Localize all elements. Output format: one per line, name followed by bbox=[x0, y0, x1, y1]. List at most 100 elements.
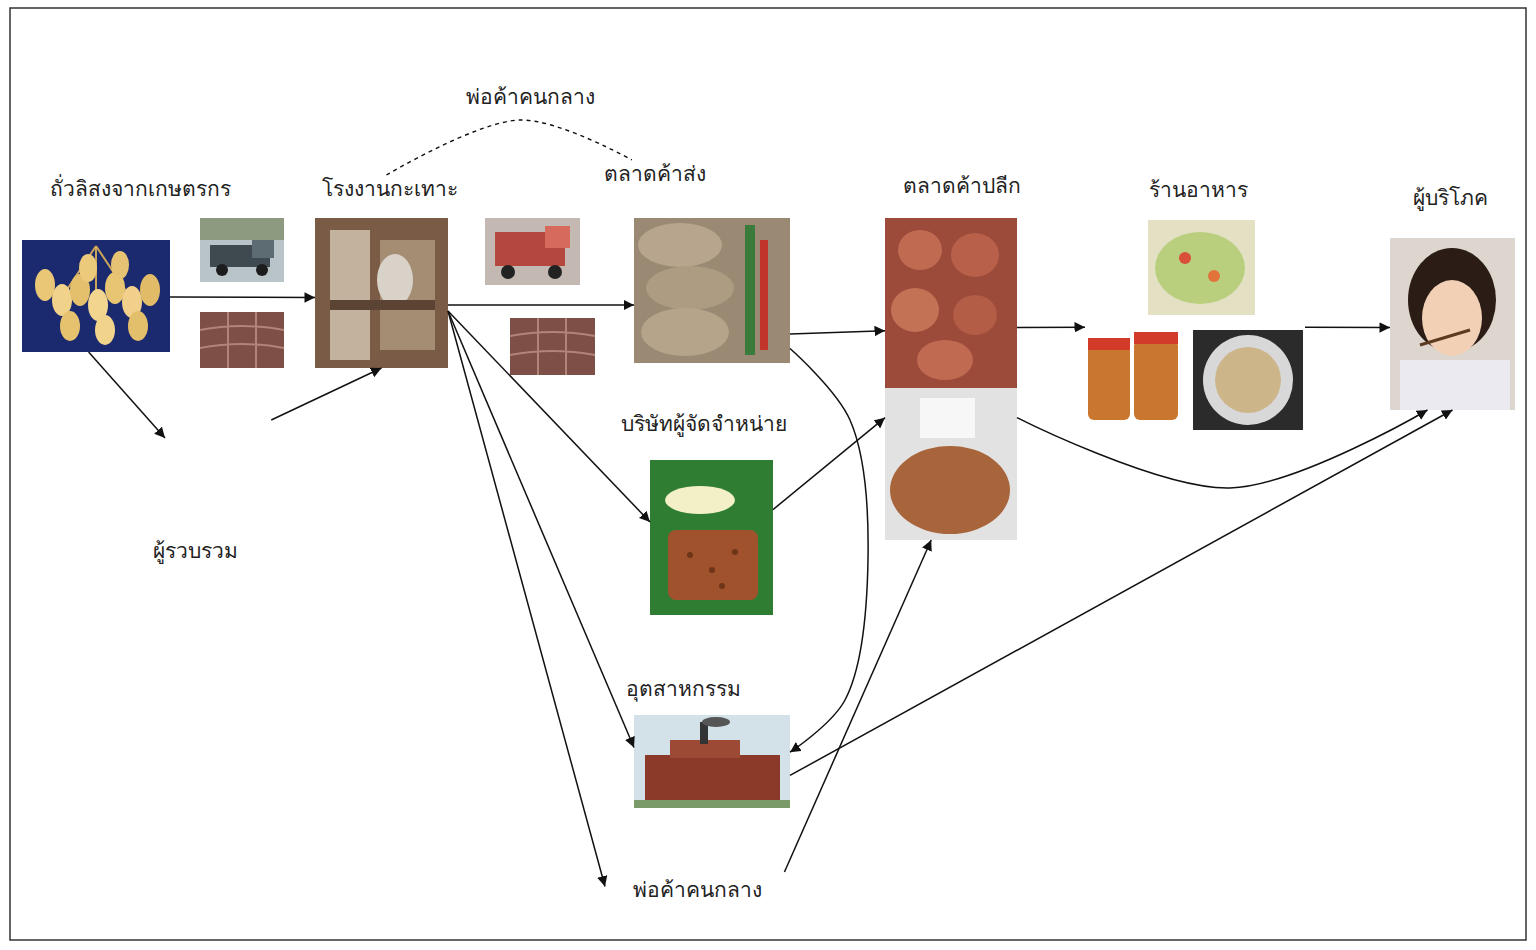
wholesale-photo bbox=[634, 218, 790, 363]
retail-photo bbox=[891, 288, 939, 332]
node-heading: ร้านอาหาร bbox=[1149, 176, 1248, 204]
peanut-butter-jars bbox=[1134, 340, 1178, 420]
truck-photo bbox=[485, 218, 580, 285]
truck-photo bbox=[256, 264, 268, 276]
sacks-photo bbox=[510, 318, 595, 375]
flow-arrow bbox=[790, 331, 885, 334]
flow-arrow bbox=[784, 540, 931, 872]
peanut-photo bbox=[111, 251, 129, 279]
flow-arrow bbox=[448, 311, 605, 887]
wholesale-node: ตลาดค้าส่ง bbox=[634, 218, 790, 363]
product-bag-photo bbox=[709, 567, 715, 573]
peanut-butter-jars bbox=[1088, 345, 1130, 420]
industry-picture bbox=[645, 755, 780, 800]
node-heading: ตลาดค้าส่ง bbox=[604, 160, 706, 188]
collector-node: ผู้รวบรวม bbox=[165, 420, 290, 515]
product-bag-photo bbox=[650, 460, 773, 615]
peanut-photo bbox=[128, 311, 148, 341]
salad-photo bbox=[1148, 220, 1255, 315]
peanut-photo bbox=[22, 240, 170, 352]
restaurant-node: ร้านอาหาร bbox=[1085, 218, 1305, 432]
salad-photo bbox=[1148, 220, 1255, 315]
node-heading: พ่อค้าคนกลาง bbox=[633, 876, 762, 904]
consumer-photo bbox=[1422, 280, 1482, 356]
flow-arrow bbox=[448, 304, 634, 306]
middleman-node: พ่อค้าคนกลาง bbox=[605, 872, 790, 908]
truck-photo bbox=[485, 218, 580, 285]
node-heading: บริษัทผู้จัดจำหน่าย bbox=[621, 410, 787, 438]
product-bag-photo bbox=[719, 583, 725, 589]
industry-node: อุตสาหกรรม bbox=[634, 715, 790, 808]
retail-photo bbox=[917, 340, 973, 380]
peanut-butter-jars bbox=[1088, 338, 1130, 350]
frame bbox=[10, 8, 1526, 940]
industry-picture bbox=[634, 715, 790, 808]
sacks-photo bbox=[510, 318, 595, 375]
salad-photo bbox=[1208, 270, 1220, 282]
flow-arrow bbox=[1305, 326, 1390, 328]
sacks-photo bbox=[200, 312, 284, 368]
node-heading: ตลาดค้าปลีก bbox=[903, 172, 1021, 200]
dashed-link bbox=[387, 120, 632, 175]
edge-label: พ่อค้าคนกลาง bbox=[463, 83, 598, 111]
retail-photo bbox=[885, 388, 1017, 540]
industry-picture bbox=[634, 800, 790, 808]
ground-peanut-bowl bbox=[1193, 330, 1303, 430]
truck-photo bbox=[200, 218, 284, 282]
truck-photo bbox=[252, 240, 274, 258]
consumer-photo bbox=[1400, 360, 1510, 410]
salad-photo bbox=[1179, 252, 1191, 264]
distributor-node: บริษัทผู้จัดจำหน่าย bbox=[650, 460, 773, 615]
product-bag-photo bbox=[650, 460, 773, 615]
retail-photo bbox=[953, 295, 997, 335]
truck-photo bbox=[200, 218, 284, 282]
truck-photo bbox=[548, 265, 562, 279]
product-bag-photo bbox=[668, 530, 758, 600]
node-heading: อุตสาหกรรม bbox=[626, 675, 741, 703]
peanut-photo bbox=[95, 315, 115, 345]
industry-picture bbox=[634, 715, 790, 808]
factory-photo bbox=[315, 218, 448, 368]
sacks-photo bbox=[200, 312, 284, 368]
node-heading: ผู้รวบรวม bbox=[153, 537, 238, 565]
truck-photo bbox=[501, 265, 515, 279]
factory-photo bbox=[315, 218, 448, 368]
consumer-photo bbox=[1390, 238, 1515, 410]
flow-arrow bbox=[170, 296, 315, 298]
consumer-node: ผู้บริโภค bbox=[1390, 238, 1515, 410]
factory-photo bbox=[330, 300, 435, 310]
wholesale-photo bbox=[745, 225, 755, 355]
node-heading: โรงงานกะเทาะ bbox=[322, 175, 458, 203]
retail-photo bbox=[885, 218, 1017, 540]
peanut-photo bbox=[60, 311, 80, 341]
flow-arrow bbox=[790, 349, 868, 753]
flow-arrow bbox=[89, 352, 165, 438]
ground-peanut-bowl bbox=[1215, 347, 1281, 413]
flow-arrow bbox=[448, 311, 634, 748]
wholesale-photo bbox=[638, 223, 722, 267]
sacks-photo bbox=[510, 318, 595, 375]
peanut-photo bbox=[35, 269, 55, 301]
wholesale-photo bbox=[646, 266, 734, 310]
flow-arrow bbox=[1017, 410, 1428, 488]
retail-photo bbox=[898, 230, 942, 270]
truck-photo bbox=[216, 264, 228, 276]
flow-arrow bbox=[448, 311, 650, 522]
product-bag-photo bbox=[665, 486, 735, 514]
retail-photo bbox=[890, 446, 1010, 534]
ground-peanut-bowl bbox=[1203, 335, 1293, 425]
wholesale-photo bbox=[641, 308, 729, 356]
product-bag-photo bbox=[732, 549, 738, 555]
industry-picture bbox=[702, 717, 730, 727]
flow-arrow bbox=[773, 418, 885, 510]
wholesale-photo bbox=[634, 218, 790, 363]
flow-arrow bbox=[271, 368, 381, 420]
salad-photo bbox=[1155, 232, 1245, 304]
factory-photo bbox=[330, 230, 370, 360]
retail-node: ตลาดค้าปลีก bbox=[885, 218, 1017, 540]
flow-arrow bbox=[790, 410, 1453, 775]
source-node: ถั่วลิสงจากเกษตรกร bbox=[22, 240, 170, 352]
